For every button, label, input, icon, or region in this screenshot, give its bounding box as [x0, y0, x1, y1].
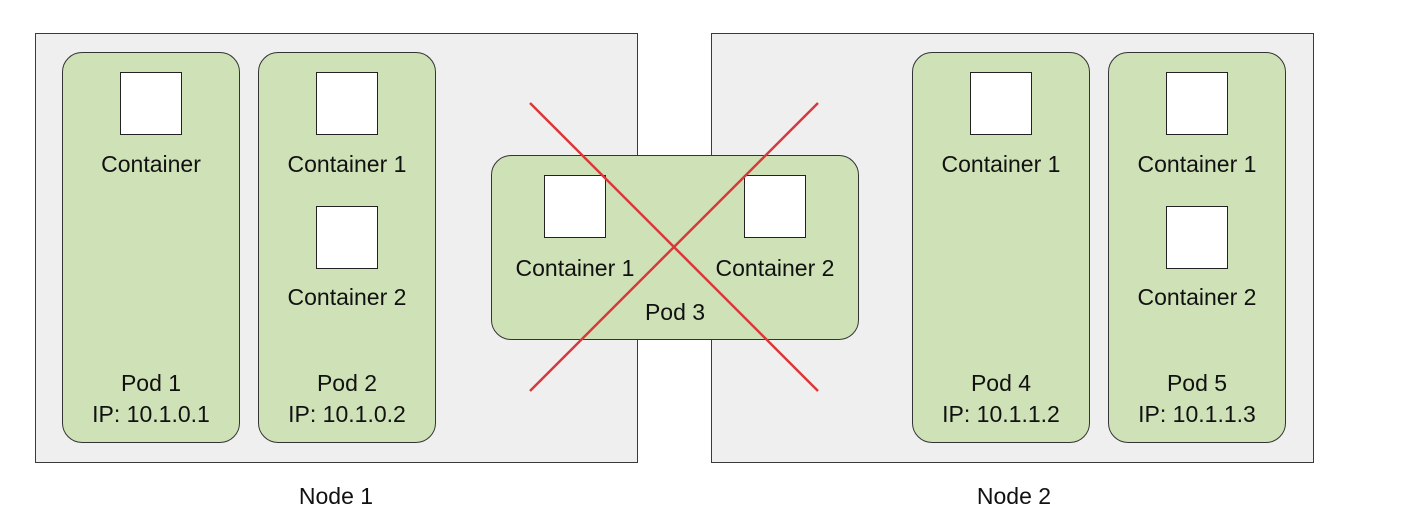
- pod-2-name: Pod 2: [316, 370, 378, 396]
- container-1-label: Container 1: [1137, 151, 1257, 177]
- container-1-box: [970, 72, 1032, 135]
- container-1-label: Container 1: [287, 151, 407, 177]
- container-2-box: [744, 175, 806, 238]
- container-1-label: Container 1: [941, 151, 1061, 177]
- container-1-label: Container 1: [515, 255, 635, 281]
- pod-4-ip: IP: 10.1.1.2: [942, 401, 1060, 427]
- container-1-box: [544, 175, 606, 238]
- node-1-label: Node 1: [298, 483, 374, 509]
- pod-1-name: Pod 1: [120, 370, 182, 396]
- pod-3: Container 1 Container 2 Pod 3: [491, 155, 859, 340]
- pod-4-name: Pod 4: [970, 370, 1032, 396]
- container-2-box: [316, 206, 378, 269]
- pod-2: Container 1 Container 2 Pod 2 IP: 10.1.0…: [258, 52, 436, 443]
- container-1-box: [316, 72, 378, 135]
- container-2-label: Container 2: [715, 255, 835, 281]
- node-2-label: Node 2: [976, 483, 1052, 509]
- pod-3-name: Pod 3: [644, 299, 706, 325]
- container-2-box: [1166, 206, 1228, 269]
- pod-2-ip: IP: 10.1.0.2: [288, 401, 406, 427]
- container-box: [120, 72, 182, 135]
- container-1-box: [1166, 72, 1228, 135]
- pod-4: Container 1 Pod 4 IP: 10.1.1.2: [912, 52, 1090, 443]
- container-label: Container: [101, 151, 201, 177]
- pod-1: Container Pod 1 IP: 10.1.0.1: [62, 52, 240, 443]
- pod-1-ip: IP: 10.1.0.1: [92, 401, 210, 427]
- container-2-label: Container 2: [1137, 284, 1257, 310]
- pod-5-name: Pod 5: [1166, 370, 1228, 396]
- container-2-label: Container 2: [287, 284, 407, 310]
- pod-5-ip: IP: 10.1.1.3: [1138, 401, 1256, 427]
- pod-5: Container 1 Container 2 Pod 5 IP: 10.1.1…: [1108, 52, 1286, 443]
